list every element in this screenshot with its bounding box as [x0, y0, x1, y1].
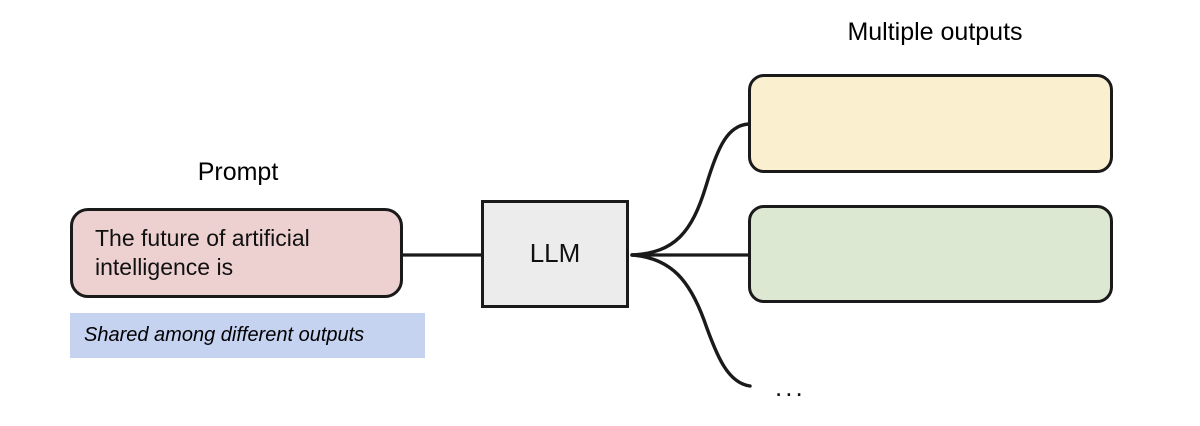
shared-among-outputs-note: Shared among different outputs — [70, 313, 425, 358]
output-node-1[interactable] — [748, 74, 1113, 173]
multiple-outputs-section-label: Multiple outputs — [847, 18, 1023, 46]
llm-node-text: LLM — [529, 238, 581, 269]
output-node-2[interactable] — [748, 205, 1113, 303]
prompt-section-label: Prompt — [197, 158, 279, 186]
edge-llm-to-output-more — [630, 253, 752, 388]
prompt-node-text: The future of artificial intelligence is — [95, 224, 310, 280]
edge-llm-to-output-1 — [630, 122, 751, 257]
more-outputs-ellipsis: ... — [775, 372, 806, 402]
prompt-node[interactable]: The future of artificial intelligence is — [70, 208, 403, 298]
shared-among-outputs-note-text: Shared among different outputs — [84, 324, 365, 346]
llm-node[interactable]: LLM — [481, 200, 629, 308]
